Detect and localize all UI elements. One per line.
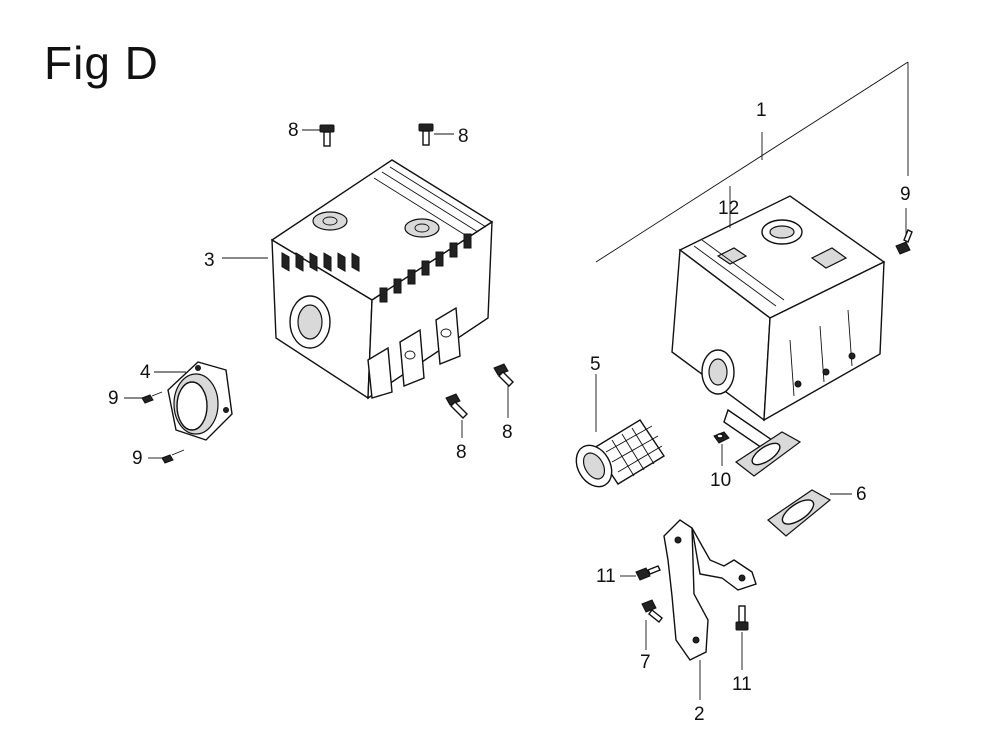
figure-title: Fig D	[44, 37, 159, 89]
exhaust-cap	[167, 361, 233, 441]
callout-labels: 1 12 9 3 4 9 9 8 8 8 8 5 6 10 11 7 11 2	[108, 100, 911, 725]
muffler-stay	[663, 519, 757, 661]
muffler-assembly	[671, 195, 886, 454]
callout-8-lower-right: 8	[502, 422, 513, 443]
callout-7: 7	[640, 652, 651, 673]
screw-9b	[161, 449, 185, 464]
spark-arrester	[575, 419, 665, 488]
callout-9-left-upper: 9	[108, 388, 119, 409]
vent-slots-front	[281, 252, 360, 273]
callout-3: 3	[204, 250, 215, 271]
bolt-11-left	[635, 565, 661, 581]
bolt-8-lower-right	[493, 363, 514, 387]
callout-8-top-left: 8	[288, 120, 299, 141]
leader-lines	[124, 61, 909, 700]
vent-slots-right	[379, 233, 472, 303]
nut-10	[713, 431, 730, 444]
screw-9a	[141, 391, 163, 404]
callout-5: 5	[590, 354, 601, 375]
callout-2: 2	[694, 704, 705, 725]
callout-8-top-right: 8	[458, 126, 469, 147]
gasket-mounted	[734, 431, 802, 477]
callout-12: 12	[718, 198, 739, 219]
callout-9-left-lower: 9	[132, 448, 143, 469]
callout-11-right: 11	[732, 674, 752, 695]
bolt-8-top-left	[319, 124, 335, 147]
callout-9-right: 9	[900, 184, 911, 205]
bolt-8-top-right	[418, 123, 434, 146]
callout-1: 1	[756, 100, 767, 121]
bolt-11-right	[735, 605, 749, 631]
callout-6: 6	[856, 484, 867, 505]
callout-11-left: 11	[596, 566, 616, 587]
bolt-8-lower-left	[445, 393, 468, 419]
callout-8-lower-left: 8	[456, 442, 467, 463]
callout-4: 4	[140, 362, 151, 383]
callout-10: 10	[710, 470, 731, 491]
bolt-7	[641, 599, 663, 623]
bolt-9-right	[895, 229, 913, 255]
gasket	[767, 489, 832, 537]
muffler-protector	[270, 159, 494, 400]
